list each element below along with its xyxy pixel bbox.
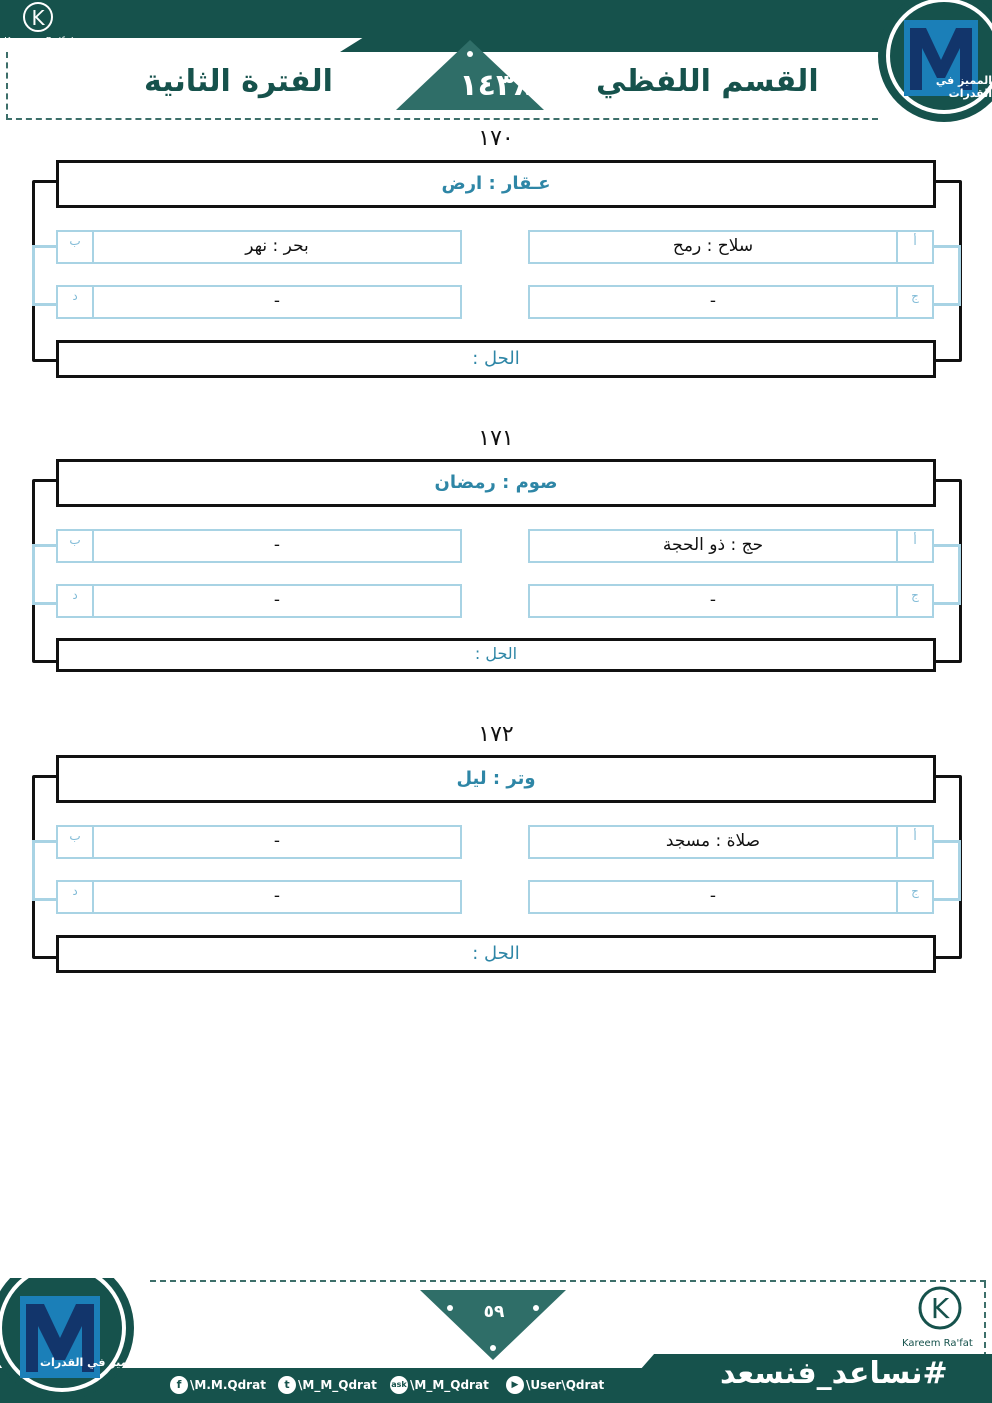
question-number: ١٧٠ [478, 126, 514, 151]
option-text: سلاح : رمح [672, 236, 754, 256]
option-d[interactable]: د - [56, 880, 462, 914]
social-handle: \User\Qdrat [526, 1378, 605, 1392]
solution-label: الحل : [472, 943, 520, 964]
option-letter: د [58, 882, 94, 912]
qudrat-seal-icon [878, 0, 992, 122]
option-c[interactable]: ج - [528, 880, 934, 914]
option-text: - [709, 291, 717, 311]
question-pair-box: وتر : ليل [56, 755, 936, 803]
page-header: K Kareem Ra'fat ١٤٣٨ القسم اللفظي الفترة… [0, 0, 992, 125]
social-askfm[interactable]: ask \M_M_Qdrat [390, 1376, 489, 1394]
left-option-bracket [32, 245, 75, 306]
social-youtube[interactable]: ▶ \User\Qdrat [506, 1376, 604, 1394]
option-text: صلاة : مسجد [665, 831, 761, 851]
question-number: ١٧١ [478, 426, 514, 451]
option-c[interactable]: ج - [528, 285, 934, 319]
option-letter: أ [896, 232, 932, 262]
right-option-bracket [918, 840, 961, 901]
option-text: - [273, 291, 281, 311]
question-pair-box: صوم : رمضان [56, 459, 936, 507]
option-letter: د [58, 586, 94, 616]
option-text: - [273, 886, 281, 906]
question-pair: وتر : ليل [456, 768, 536, 789]
header-band [0, 0, 992, 38]
option-d[interactable]: د - [56, 584, 462, 618]
footer-dashed-border-right [984, 1282, 988, 1368]
social-twitter[interactable]: t \M_M_Qdrat [278, 1376, 377, 1394]
footer-seal-icon [0, 1278, 134, 1400]
page-number-triangle [420, 1290, 566, 1360]
question-pair: عـقار : ارض [441, 173, 551, 194]
youtube-icon: ▶ [506, 1376, 524, 1394]
footer-dashed-border [150, 1280, 986, 1286]
option-letter: ب [58, 531, 94, 561]
question-pair-box: عـقار : ارض [56, 160, 936, 208]
social-handle: \M_M_Qdrat [298, 1378, 377, 1392]
option-b[interactable]: ب بحر : نهر [56, 230, 462, 264]
option-text: - [709, 590, 717, 610]
svg-text:K: K [31, 6, 45, 30]
option-letter: أ [896, 827, 932, 857]
option-letter: أ [896, 531, 932, 561]
option-letter: ج [896, 882, 932, 912]
question-pair: صوم : رمضان [434, 472, 558, 493]
left-option-bracket [32, 840, 75, 901]
option-a[interactable]: أ سلاح : رمح [528, 230, 934, 264]
option-text: - [273, 590, 281, 610]
solution-box[interactable]: الحل : [56, 638, 936, 672]
option-text: بحر : نهر [245, 236, 309, 256]
option-letter: ج [896, 287, 932, 317]
header-year: ١٤٣٨ [459, 68, 533, 103]
footer-kareem-logo-icon: K [918, 1286, 962, 1330]
footer-band [0, 1368, 992, 1403]
option-b[interactable]: ب - [56, 529, 462, 563]
header-slant [340, 38, 900, 52]
option-a[interactable]: أ صلاة : مسجد [528, 825, 934, 859]
option-letter: ب [58, 827, 94, 857]
footer-slant [640, 1354, 992, 1370]
option-text: - [273, 831, 281, 851]
social-handle: \M_M_Qdrat [410, 1378, 489, 1392]
section-title: القسم اللفظي [596, 64, 819, 99]
kareem-logo-icon: K [23, 2, 53, 32]
left-option-bracket [32, 544, 75, 605]
header-brand-name: Kareem Ra'fat [4, 36, 75, 47]
facebook-icon: f [170, 1376, 188, 1394]
option-b[interactable]: ب - [56, 825, 462, 859]
solution-box[interactable]: الحل : [56, 340, 936, 378]
svg-text:K: K [931, 1292, 950, 1325]
page-number: ٥٩ [483, 1302, 505, 1322]
footer-brand-name: Kareem Ra'fat [902, 1338, 973, 1349]
option-c[interactable]: ج - [528, 584, 934, 618]
option-a[interactable]: أ حج : ذو الحجة [528, 529, 934, 563]
option-d[interactable]: د - [56, 285, 462, 319]
option-letter: ج [896, 586, 932, 616]
twitter-icon: t [278, 1376, 296, 1394]
solution-label: الحل : [474, 644, 518, 663]
footer-hashtag: #نساعد_فنسعد [720, 1356, 948, 1391]
header-dashed-border [6, 52, 878, 120]
social-handle: \M.M.Qdrat [190, 1378, 266, 1392]
social-facebook[interactable]: f \M.M.Qdrat [170, 1376, 266, 1394]
right-option-bracket [918, 245, 961, 306]
option-letter: ب [58, 232, 94, 262]
period-title: الفترة الثانية [144, 64, 333, 99]
option-text: - [709, 886, 717, 906]
option-text: حج : ذو الحجة [662, 535, 764, 555]
option-text: - [273, 535, 281, 555]
question-number: ١٧٢ [478, 722, 514, 747]
footer-seal-text: المميز في القدرات [40, 1356, 144, 1369]
option-letter: د [58, 287, 94, 317]
seal-text: المميز في القدرات [935, 74, 992, 100]
year-triangle [396, 40, 544, 110]
solution-label: الحل : [472, 348, 520, 369]
askfm-icon: ask [390, 1376, 408, 1394]
solution-box[interactable]: الحل : [56, 935, 936, 973]
right-option-bracket [918, 544, 961, 605]
